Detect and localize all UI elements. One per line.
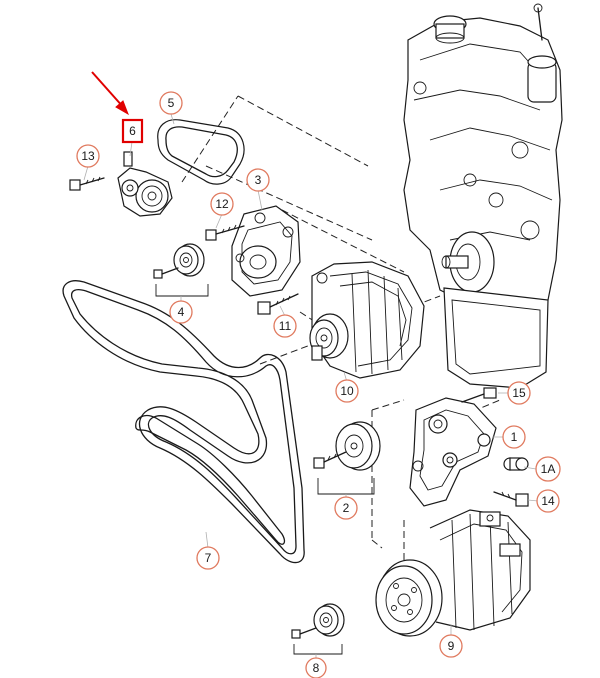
callout-12: 12 <box>210 192 234 216</box>
callout-11: 11 <box>273 314 297 338</box>
bushing-1A <box>503 457 529 471</box>
callout-1A: 1A <box>535 456 561 482</box>
svg-text:3: 3 <box>255 173 262 187</box>
svg-text:7: 7 <box>205 551 212 565</box>
idler-pulley-8 <box>291 603 345 660</box>
svg-text:14: 14 <box>541 494 555 508</box>
svg-text:13: 13 <box>81 149 95 163</box>
bracket-1 <box>409 397 497 507</box>
bolt-11 <box>257 293 299 315</box>
belt-7 <box>62 280 305 564</box>
alternator-10 <box>309 261 425 379</box>
callout-3: 3 <box>246 168 270 192</box>
svg-text:2: 2 <box>343 501 350 515</box>
callout-6: 6 <box>121 118 144 144</box>
svg-text:8: 8 <box>313 661 320 675</box>
callout-14: 14 <box>536 489 560 513</box>
leader-lines <box>83 113 539 636</box>
callout-5: 5 <box>159 91 183 115</box>
svg-text:4: 4 <box>178 305 185 319</box>
callout-7: 7 <box>196 546 220 570</box>
highlight-arrow <box>91 71 129 116</box>
svg-text:12: 12 <box>215 197 229 211</box>
callout-1: 1 <box>502 425 526 449</box>
idler-pulley-4 <box>153 243 209 302</box>
svg-text:9: 9 <box>448 639 455 653</box>
svg-text:5: 5 <box>168 96 175 110</box>
belt-5 <box>157 119 245 185</box>
bracket-3 <box>231 205 301 297</box>
callout-13: 13 <box>76 144 100 168</box>
callout-9: 9 <box>439 634 463 658</box>
svg-text:10: 10 <box>340 384 354 398</box>
idler-pulley-2 <box>313 421 381 500</box>
svg-text:1: 1 <box>511 430 518 444</box>
svg-text:11: 11 <box>279 319 292 333</box>
engine-block <box>403 3 563 389</box>
ac-compressor-9 <box>375 509 531 637</box>
callout-4: 4 <box>169 300 193 324</box>
bolt-14 <box>493 491 529 507</box>
callout-15: 15 <box>507 381 531 405</box>
svg-text:1A: 1A <box>541 462 556 476</box>
svg-text:15: 15 <box>512 386 526 400</box>
belt-tensioner-6 <box>117 151 173 217</box>
svg-text:6: 6 <box>129 124 136 138</box>
bolt-13 <box>69 176 105 191</box>
bolt-15 <box>461 387 497 403</box>
callout-2: 2 <box>334 496 358 520</box>
callout-10: 10 <box>335 379 359 403</box>
bolt-12 <box>205 224 245 241</box>
callout-8: 8 <box>305 657 327 678</box>
